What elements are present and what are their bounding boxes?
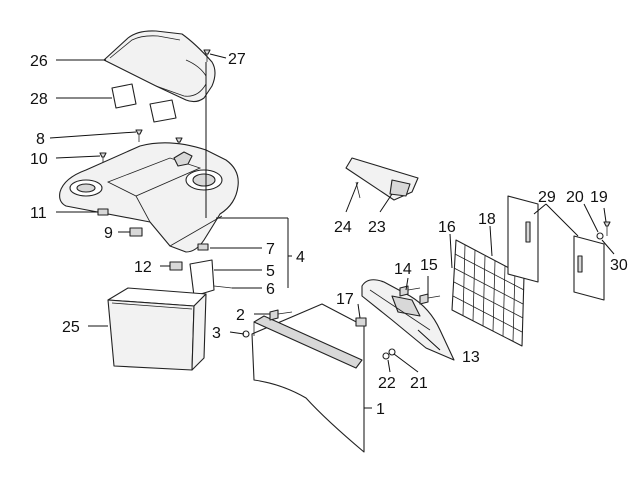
- license-plate-part: [451, 239, 525, 347]
- leader-lines: [49, 53, 615, 409]
- plate-holder-part: [355, 279, 455, 361]
- callout-29: 29: [538, 189, 556, 206]
- screws-top-part: [99, 49, 211, 165]
- callout-3: 3: [212, 325, 221, 342]
- callout-28: 28: [30, 91, 48, 108]
- callout-2: 2: [236, 307, 245, 324]
- callout-25: 25: [62, 319, 80, 336]
- callout-4: 4: [296, 249, 305, 266]
- callout-27: 27: [228, 51, 246, 68]
- mudflap-part: [251, 303, 365, 453]
- callout-11: 11: [30, 205, 47, 222]
- light-bracket-part: [345, 157, 419, 201]
- pad-pieces-part: [111, 83, 177, 123]
- top-cover-part: [103, 30, 216, 103]
- callout-23: 23: [368, 219, 386, 236]
- callout-24: 24: [334, 219, 352, 236]
- callout-26: 26: [30, 53, 48, 70]
- callout-5: 5: [266, 263, 275, 280]
- callout-30: 30: [610, 257, 628, 274]
- callout-22: 22: [378, 375, 396, 392]
- callout-8: 8: [36, 131, 45, 148]
- callout-20: 20: [566, 189, 584, 206]
- main-tray-part: [59, 142, 239, 253]
- screws-flap-part: [242, 309, 293, 338]
- callout-19: 19: [590, 189, 608, 206]
- storage-box-part: [107, 287, 207, 371]
- callout-14: 14: [394, 261, 412, 278]
- callout-6: 6: [266, 281, 275, 298]
- callout-labels: 26 27 28 8 10 11 9 12 7 5 6 4 25 2 3 1 1…: [30, 51, 628, 418]
- callout-18: 18: [478, 211, 496, 228]
- callout-9: 9: [104, 225, 113, 242]
- callout-1: 1: [376, 401, 385, 418]
- small-clips-part: [97, 208, 233, 297]
- callout-21: 21: [410, 375, 428, 392]
- callout-10: 10: [30, 151, 48, 168]
- callout-7: 7: [266, 241, 275, 258]
- reflector-plates-part: [507, 195, 611, 301]
- callout-15: 15: [420, 257, 438, 274]
- callout-17: 17: [336, 291, 354, 308]
- callout-16: 16: [438, 219, 456, 236]
- callout-13: 13: [462, 349, 480, 366]
- callout-12: 12: [134, 259, 152, 276]
